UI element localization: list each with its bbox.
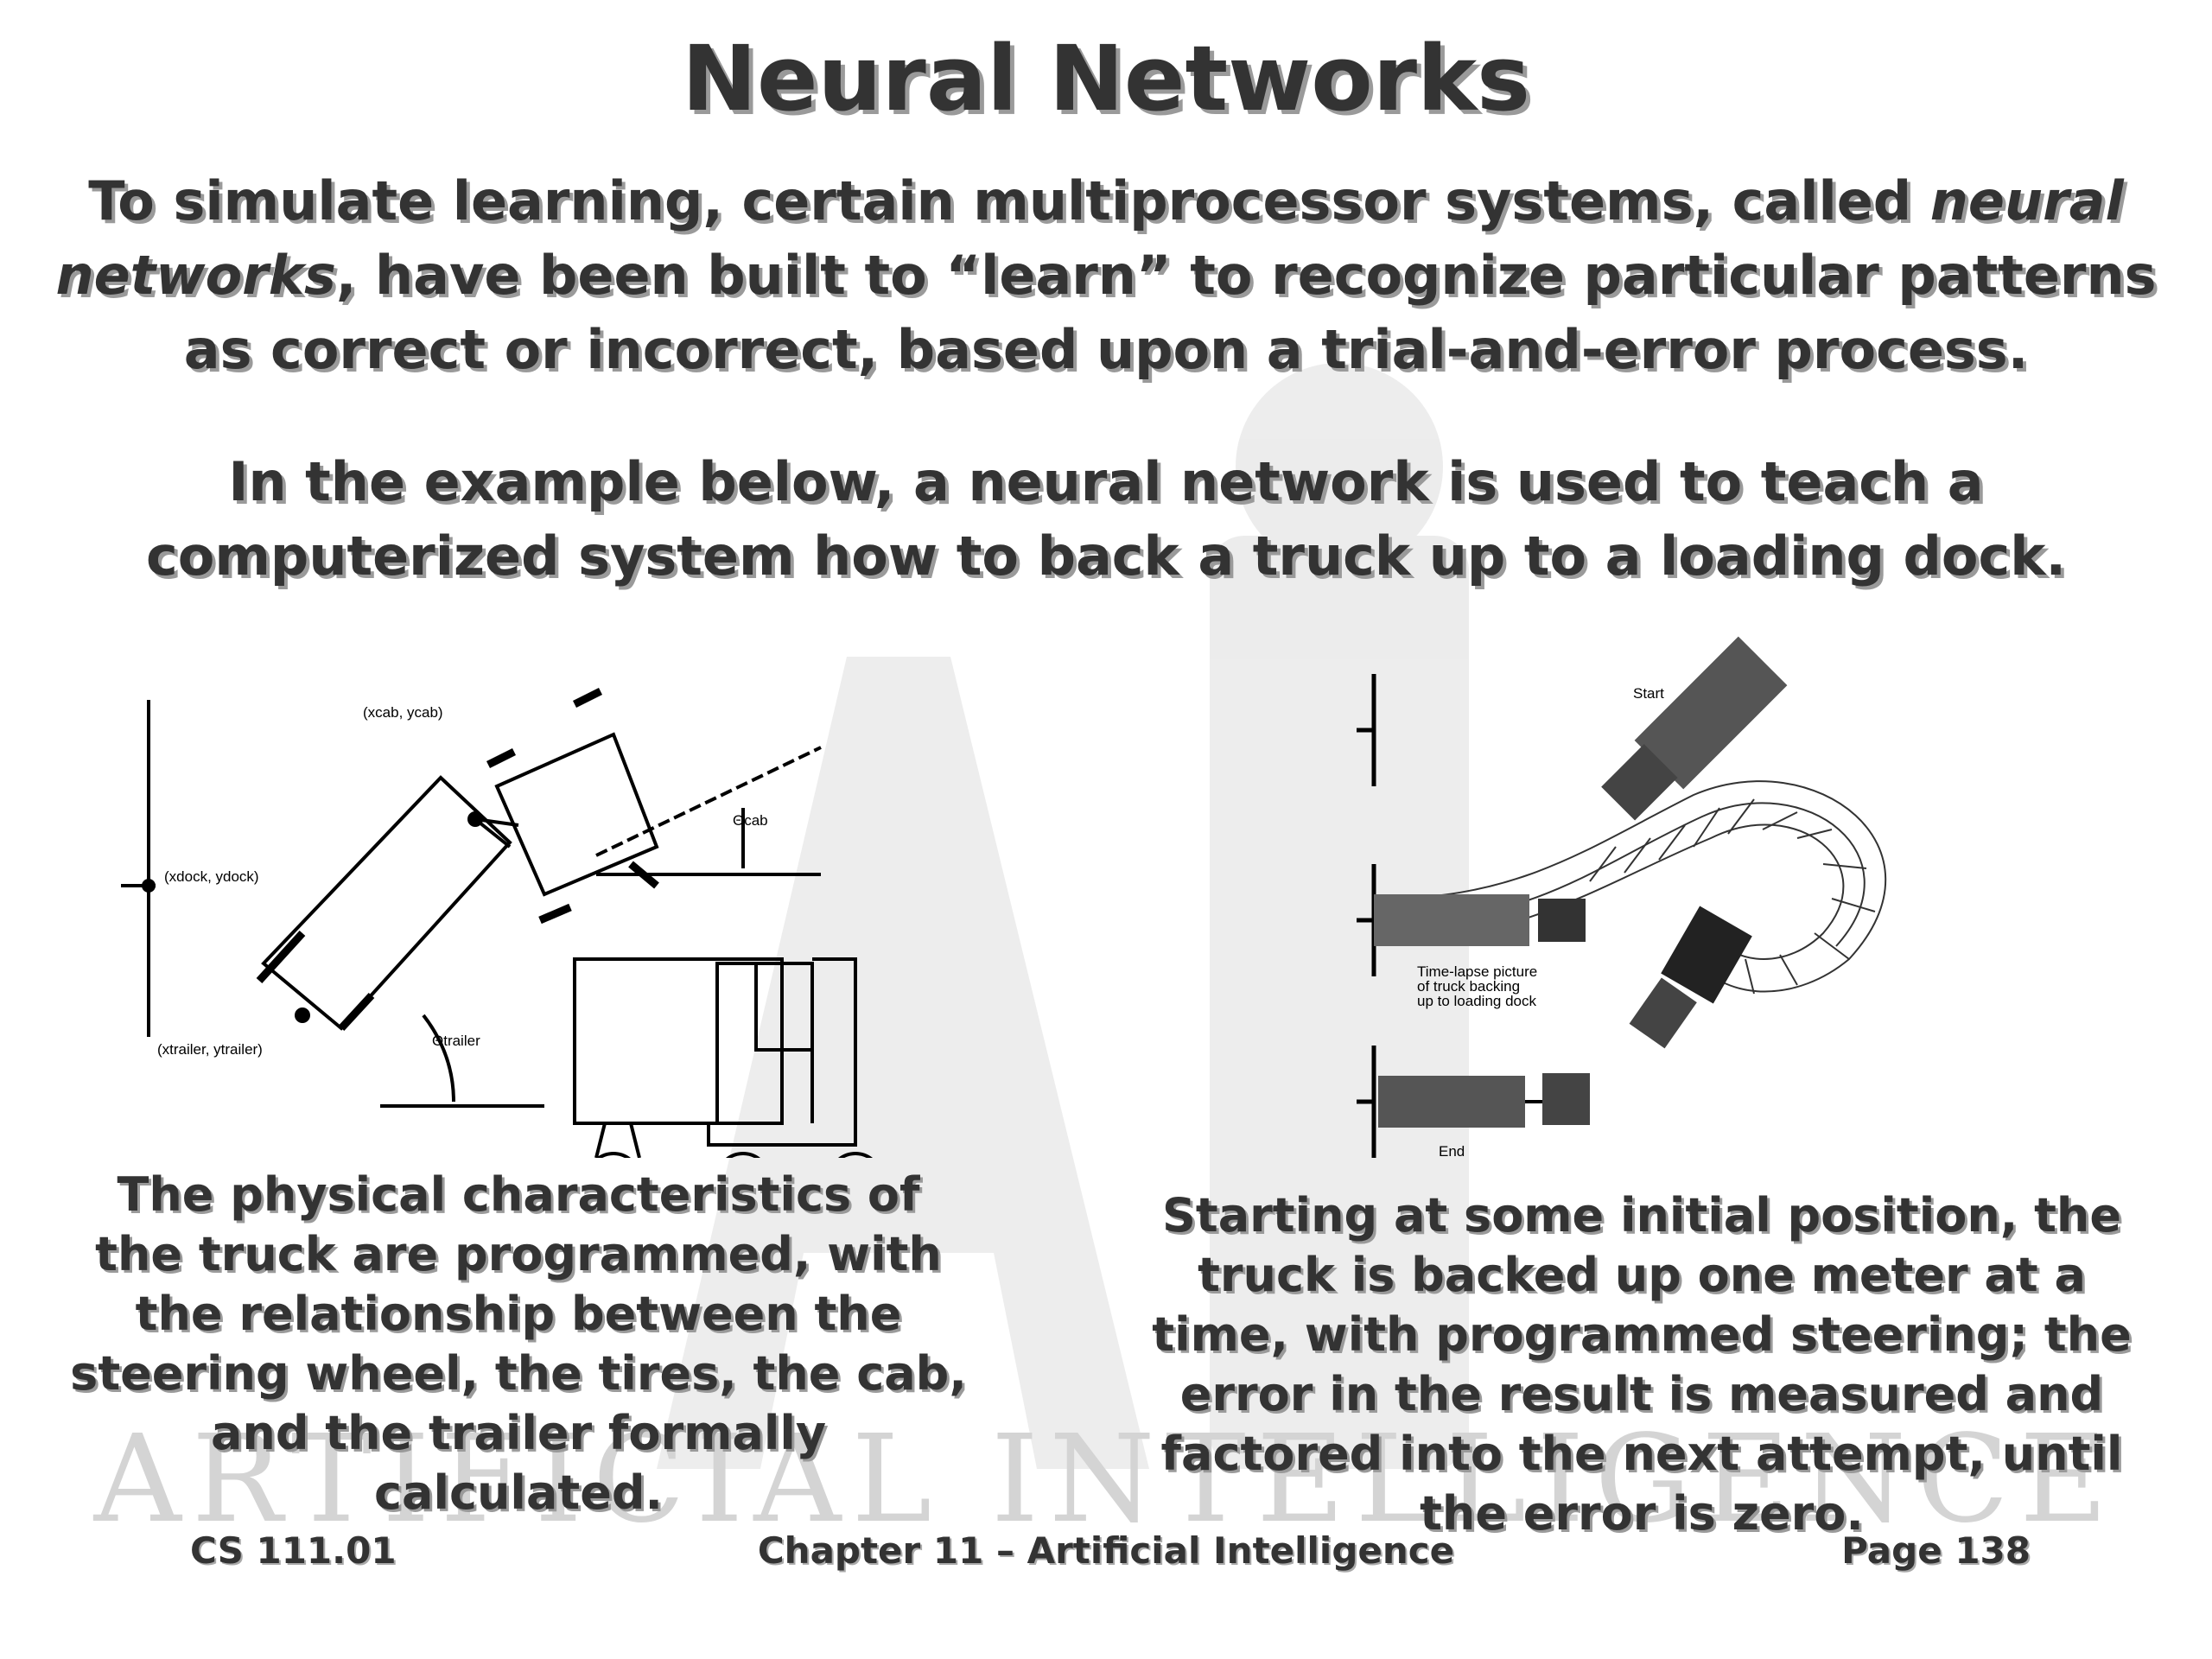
example-paragraph: In the example below, a neural network i… — [145, 450, 2066, 588]
footer-course: CS 111.01 — [190, 1529, 397, 1572]
label-end: End — [1439, 1143, 1465, 1160]
slide-title: Neural Networks — [681, 26, 1531, 131]
label-timelapse-3: up to loading dock — [1417, 993, 1536, 1009]
label-cab-position: (xcab, ycab) — [363, 704, 443, 721]
label-timelapse-1: Time-lapse picture — [1417, 963, 1537, 980]
label-theta-cab: Θcab — [733, 812, 768, 829]
intro-text-a: To simulate learning, certain multiproce… — [88, 169, 1930, 232]
start-truck — [1601, 636, 1788, 821]
label-theta-trailer: Θtrailer — [432, 1033, 480, 1049]
wheel-2 — [726, 1152, 760, 1158]
robot-silhouette-icon — [657, 363, 1469, 1469]
cab-outline — [494, 732, 659, 897]
wheel-3 — [838, 1152, 873, 1158]
wheel-1 — [596, 1152, 631, 1158]
timelapse-photo: Start Time-lapse picture of truck backin… — [1357, 636, 1887, 1160]
footer-page: Page 138 — [1841, 1529, 2031, 1572]
intro-term-neural-networks: neural networks — [55, 169, 2124, 307]
truck-geometry-diagram: (xcab, ycab) (xdock, ydock) (xtrailer, y… — [121, 687, 873, 1158]
label-dock-position: (xdock, ydock) — [164, 868, 259, 885]
intro-text-b: , have been built to “learn” to recogniz… — [183, 244, 2157, 381]
label-timelapse-2: of truck backing — [1417, 978, 1520, 995]
watermark-text: ARTIFICIAL INTELLIGENCE — [93, 1409, 2119, 1550]
caption-right: Starting at some initial position, the t… — [1152, 1188, 2132, 1541]
footer-chapter: Chapter 11 – Artificial Intelligence — [757, 1529, 1455, 1572]
label-trailer-position: (xtrailer, ytrailer) — [157, 1041, 263, 1058]
intro-paragraph: To simulate learning, certain multiproce… — [35, 164, 2177, 387]
caption-left: The physical characteristics of the truc… — [70, 1167, 967, 1520]
end-truck — [1378, 1073, 1590, 1128]
docking-truck — [1374, 894, 1529, 946]
trailer-outline — [261, 775, 512, 1031]
side-trailer-box — [573, 957, 784, 1125]
label-start: Start — [1633, 685, 1664, 702]
